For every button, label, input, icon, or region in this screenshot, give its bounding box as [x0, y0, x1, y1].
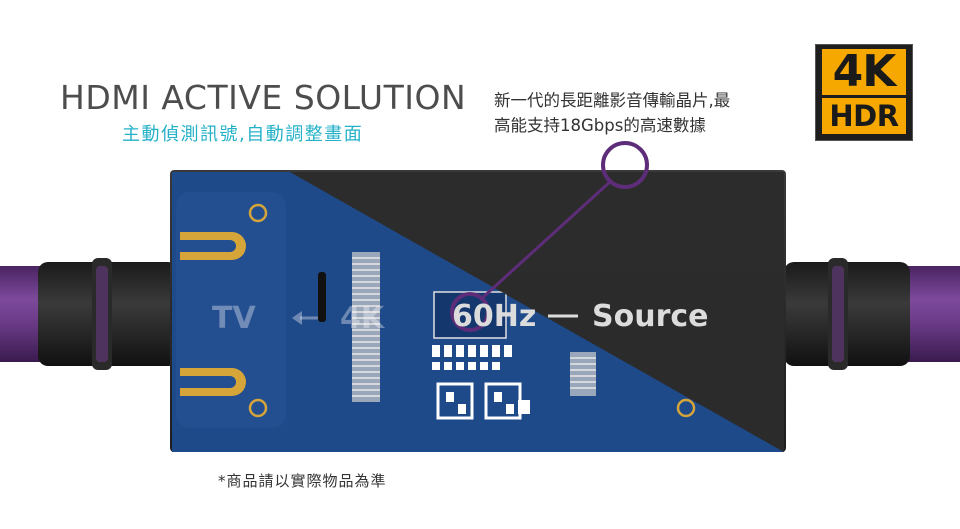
badge-hdr-label: HDR: [822, 98, 906, 134]
label-tv: TV: [212, 301, 256, 336]
label-source: Source: [592, 299, 709, 334]
label-60hz: 60Hz: [452, 299, 536, 334]
chip-callout-line-1: 新一代的長距離影音傳輸晶片,最: [494, 91, 731, 110]
board-slot: [318, 272, 326, 322]
4k-hdr-badge: 4K HDR: [815, 44, 913, 141]
callout-circle-top: [601, 141, 649, 189]
chip-callout-text: 新一代的長距離影音傳輸晶片,最 高能支持18Gbps的高速數據: [494, 88, 784, 138]
right-cable-sleeve: [784, 258, 910, 370]
circuit-board: [172, 172, 784, 452]
chip-callout-line-2: 高能支持18Gbps的高速數據: [494, 116, 706, 135]
disclaimer-note: *商品請以實際物品為準: [218, 472, 387, 490]
page-title: HDMI ACTIVE SOLUTION: [60, 78, 467, 117]
label-4k: 4K: [340, 301, 386, 336]
page-subtitle: 主動偵測訊號,自動調整畫面: [122, 124, 364, 145]
left-cable-sleeve: [38, 258, 178, 370]
arrow-tv-head: [292, 311, 302, 325]
badge-4k-label: 4K: [822, 49, 906, 95]
callout-line: [478, 178, 614, 302]
callout-circle-chip: [450, 292, 490, 332]
case-top-shell: [290, 172, 784, 452]
